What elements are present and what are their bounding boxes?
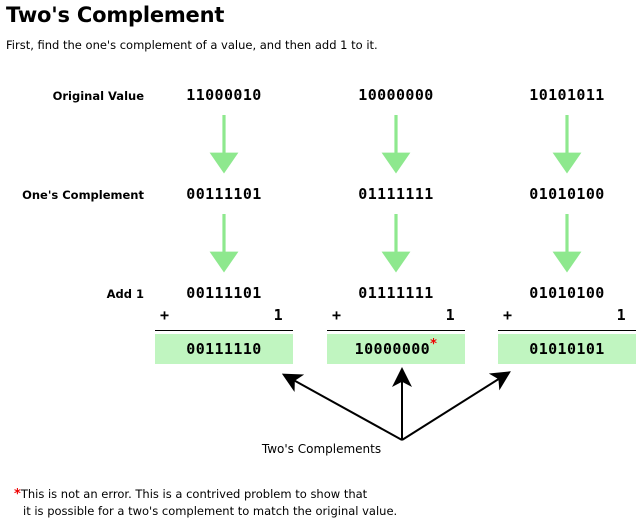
result-box-col1: 10000000* <box>327 334 465 364</box>
plus-sign-col1: + <box>332 306 342 324</box>
original-value-col1: 10000000 <box>358 86 434 104</box>
addend-bottom-col2: 1 <box>616 306 626 324</box>
ones-complement-col0: 00111101 <box>186 185 262 203</box>
row-label-add-one: Add 1 <box>106 287 144 301</box>
footnote-asterisk: * <box>14 487 21 502</box>
original-value-col0: 11000010 <box>186 86 262 104</box>
result-value-col2: 01010101 <box>529 340 605 358</box>
column-1: 10000000 01111111 01111111 + 1 10000000* <box>327 0 465 523</box>
result-inner-col2: 01010101 <box>498 334 636 364</box>
result-value-col1: 10000000 <box>354 340 431 358</box>
add-line-col0: + 1 <box>155 306 293 324</box>
column-0: 11000010 00111101 00111101 + 1 00111110 <box>155 0 293 523</box>
callout-caption: Two's Complements <box>261 442 382 456</box>
result-box-col0: 00111110 <box>155 334 293 364</box>
addend-top-col2: 01010100 <box>529 284 605 302</box>
ones-complement-col2: 01010100 <box>529 185 605 203</box>
add-line-col1: + 1 <box>327 306 465 324</box>
sum-rule-col1 <box>327 330 465 331</box>
page-subtitle: First, find the one's complement of a va… <box>6 38 378 52</box>
plus-sign-col2: + <box>503 306 513 324</box>
addend-bottom-col0: 1 <box>273 306 283 324</box>
addend-top-col0: 00111101 <box>186 284 262 302</box>
row-label-ones-complement: One's Complement <box>22 188 144 202</box>
result-box-col2: 01010101 <box>498 334 636 364</box>
page-title: Two's Complement <box>6 3 225 27</box>
addend-bottom-col1: 1 <box>445 306 455 324</box>
column-2: 10101011 01010100 01010100 + 1 01010101 <box>498 0 636 523</box>
original-value-col2: 10101011 <box>529 86 605 104</box>
addend-top-col1: 01111111 <box>358 284 434 302</box>
sum-rule-col2 <box>498 330 636 331</box>
footnote: *This is not an error. This is a contriv… <box>14 486 397 520</box>
footnote-line-2: it is possible for a two's complement to… <box>23 504 398 518</box>
result-inner-col1: 10000000* <box>327 334 465 364</box>
result-inner-col0: 00111110 <box>155 334 293 364</box>
sum-rule-col0 <box>155 330 293 331</box>
plus-sign-col0: + <box>160 306 170 324</box>
footnote-line-1: This is not an error. This is a contrive… <box>20 487 368 501</box>
result-footnote-marker-col1: * <box>430 336 438 352</box>
result-value-col0: 00111110 <box>186 340 262 358</box>
ones-complement-col1: 01111111 <box>358 185 434 203</box>
row-label-original-value: Original Value <box>52 89 144 103</box>
add-line-col2: + 1 <box>498 306 636 324</box>
